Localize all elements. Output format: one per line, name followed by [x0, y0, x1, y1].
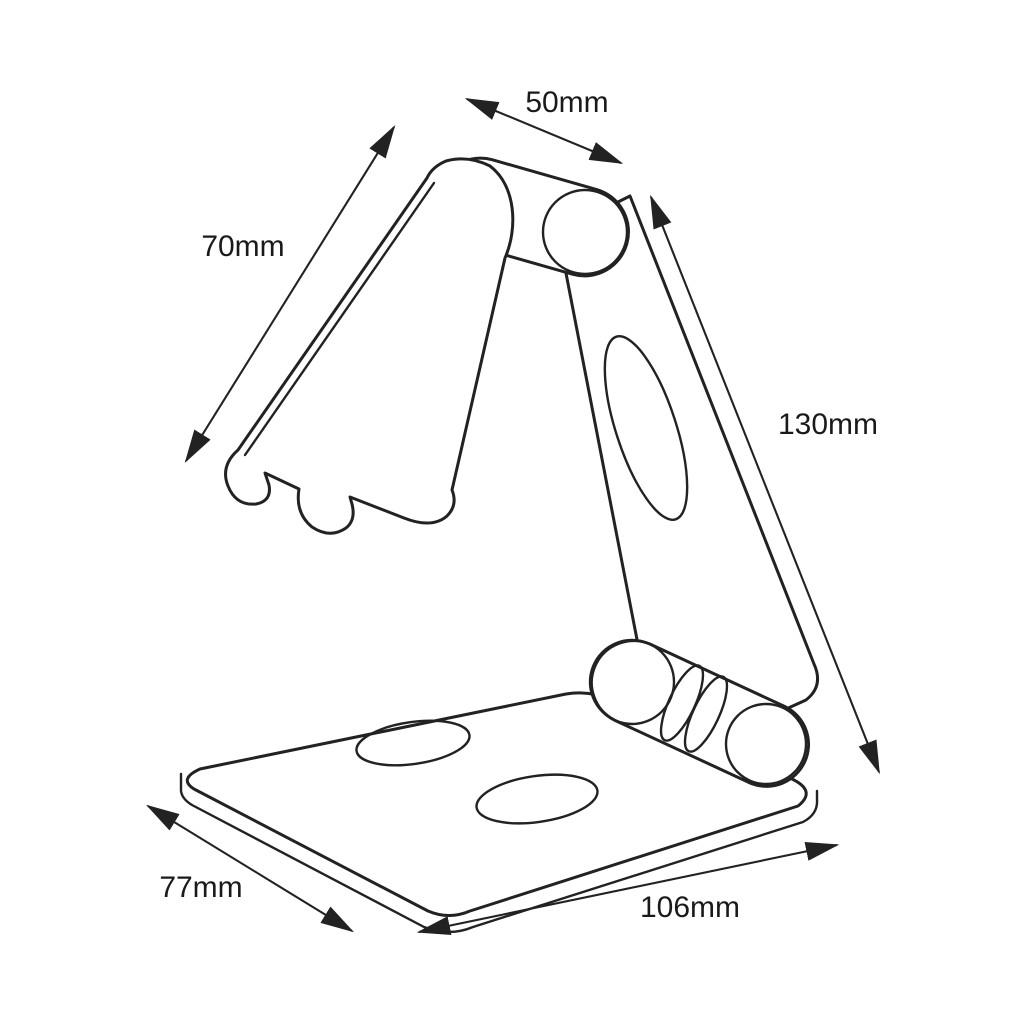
dimension-leg-length: 130mm [650, 194, 880, 775]
dimension-base-width-label: 106mm [640, 891, 740, 924]
dimension-hinge-width-label: 50mm [525, 86, 608, 119]
dimension-hinge-width-line [464, 98, 624, 164]
dimension-arm-length-label: 70mm [201, 230, 284, 263]
support-arm [224, 157, 515, 535]
dimension-base-depth-label: 77mm [159, 871, 242, 904]
dimension-arm-length: 70mm [184, 124, 396, 464]
base-hole-rear [355, 719, 471, 767]
base-hole-front [475, 773, 599, 825]
dimension-arm-length-line [184, 124, 396, 464]
dimension-base-width-line [416, 841, 840, 936]
dimension-hinge-width: 50mm [464, 86, 624, 164]
support-arm-plate [224, 157, 515, 535]
upper-hinge-right-cap [541, 188, 629, 276]
dimension-leg-length-line [650, 194, 880, 775]
dimension-base-depth: 77mm [145, 804, 355, 933]
dimension-base-width: 106mm [416, 841, 840, 936]
dimension-base-depth-line [145, 804, 355, 933]
dimension-leg-length-label: 130mm [778, 408, 878, 441]
